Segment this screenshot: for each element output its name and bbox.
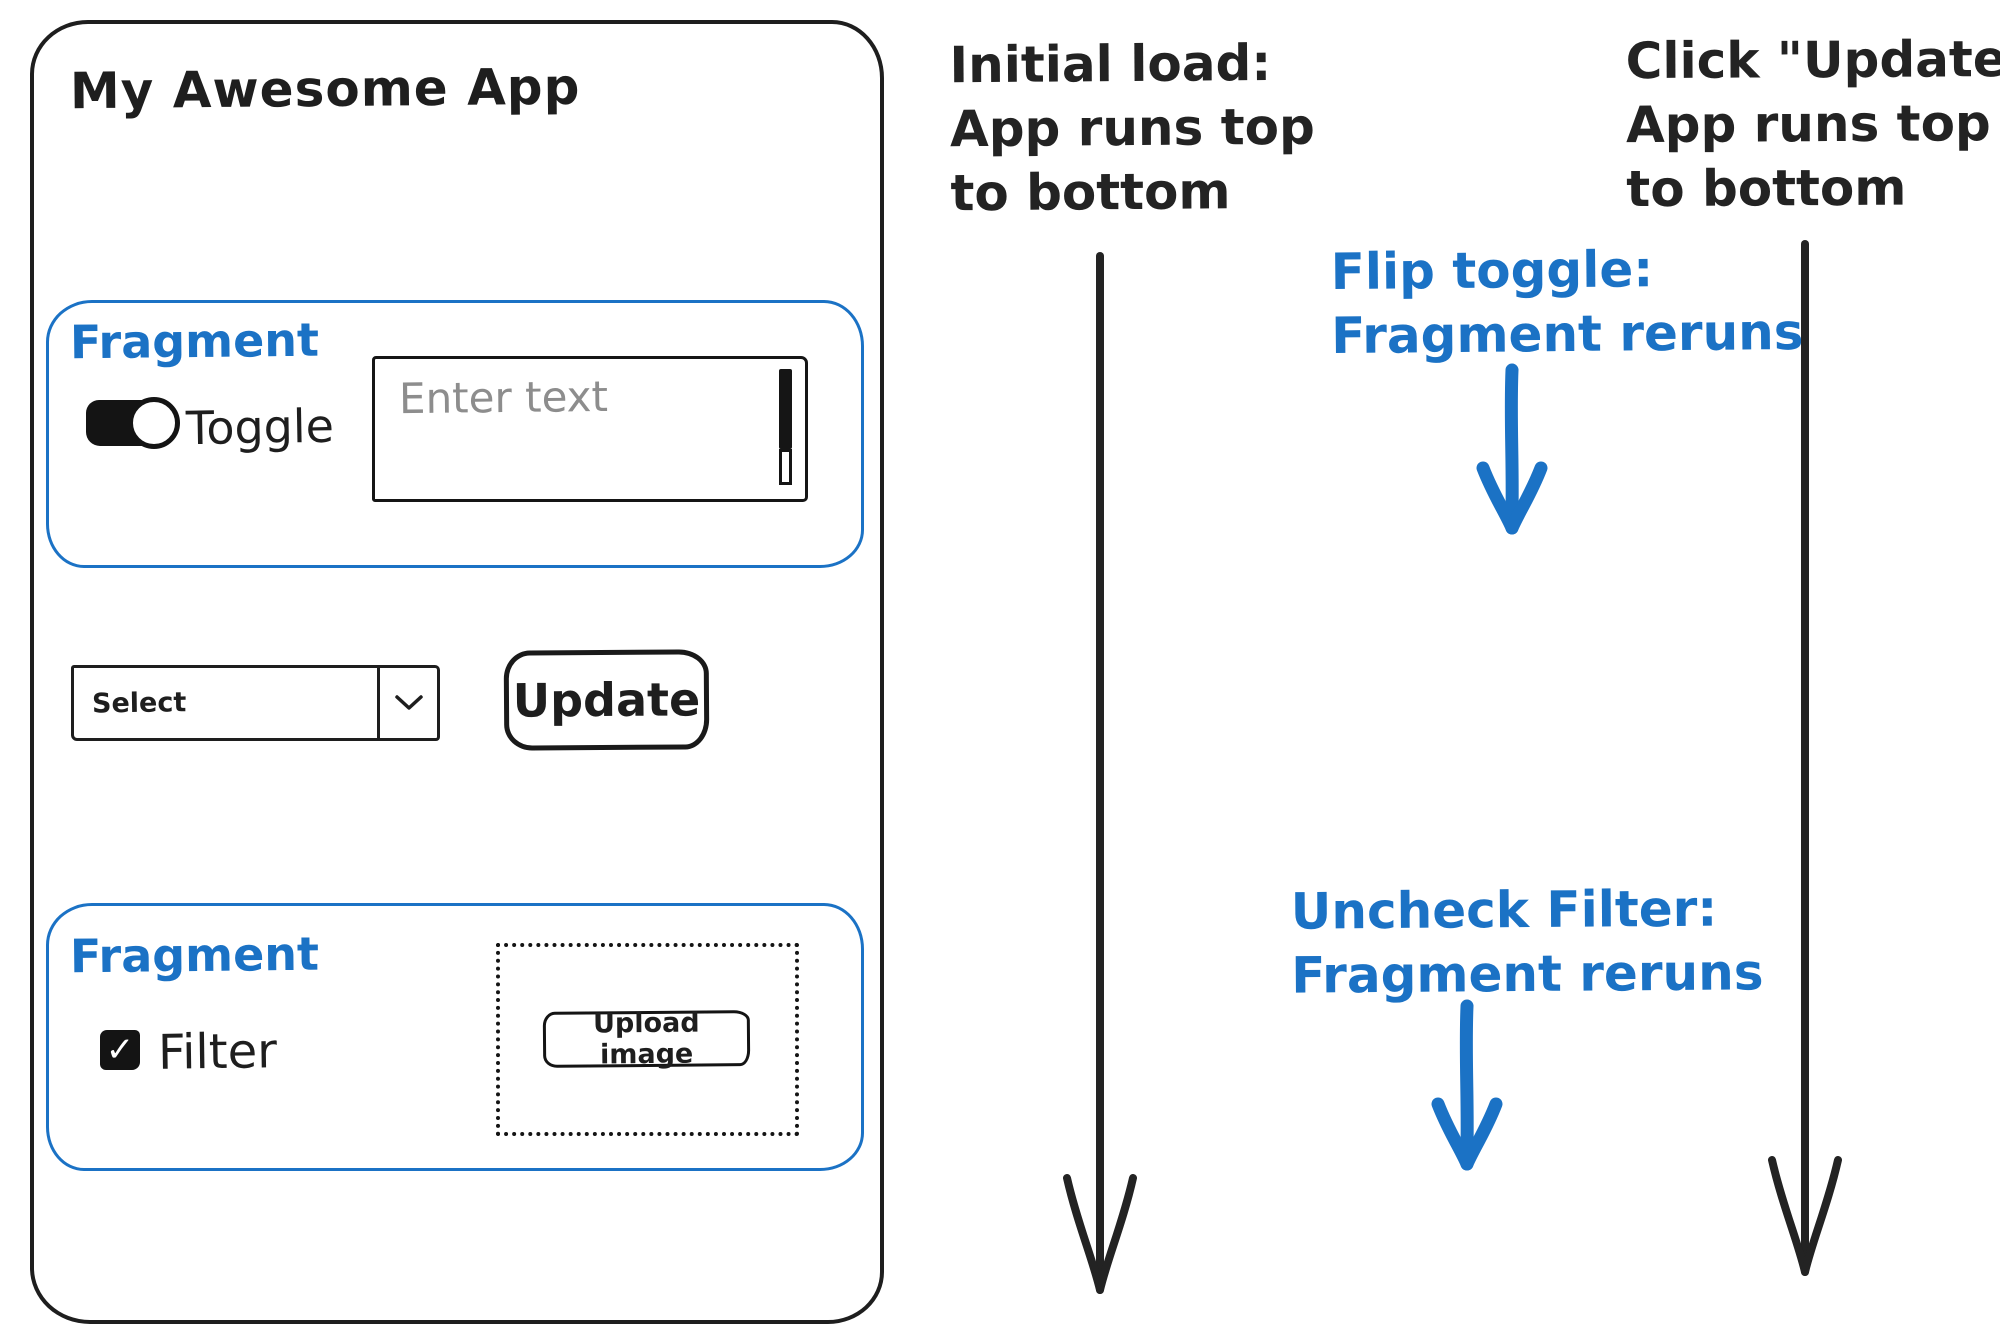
note-flip-toggle: Flip toggle: Fragment reruns <box>1330 236 1803 368</box>
note-click-update: Click "Update": App runs top to bottom <box>1626 27 2000 221</box>
scrollbar-track[interactable] <box>779 449 792 485</box>
click-update-flow-arrow <box>1768 240 1842 1276</box>
note-line: Flip toggle: <box>1330 240 1654 302</box>
note-line: Initial load: <box>949 34 1272 95</box>
fragment1-label: Fragment <box>69 312 320 370</box>
select-dropdown[interactable]: Select <box>71 665 440 741</box>
filter-label: Filter <box>157 1023 278 1081</box>
uncheck-filter-flow-arrow <box>1431 999 1503 1171</box>
checkmark-icon: ✓ <box>105 1030 135 1070</box>
toggle-knob-icon <box>128 397 180 449</box>
note-line: Fragment reruns <box>1291 943 1764 1005</box>
note-line: App runs top <box>949 97 1315 159</box>
text-input[interactable]: Enter text <box>372 356 808 502</box>
note-line: to bottom <box>1626 158 1907 219</box>
note-line: App runs top <box>1625 94 1991 155</box>
toggle-label: Toggle <box>185 398 335 456</box>
update-button[interactable]: Update <box>503 649 710 751</box>
note-line: to bottom <box>950 162 1231 223</box>
note-line: Fragment reruns <box>1331 302 1804 366</box>
fragment2-label: Fragment <box>69 926 320 984</box>
app-title: My Awesome App <box>69 57 581 121</box>
select-value: Select <box>91 686 187 720</box>
chevron-down-icon <box>377 668 437 738</box>
flip-toggle-flow-arrow <box>1476 363 1548 535</box>
fragment2-container <box>46 903 864 1171</box>
scrollbar-thumb[interactable] <box>779 369 792 449</box>
image-dropzone[interactable] <box>496 943 799 1136</box>
note-line: Click "Update": <box>1625 29 2000 91</box>
upload-image-button[interactable]: Upload image <box>542 1008 751 1070</box>
toggle-switch[interactable] <box>86 397 180 449</box>
fragment1-container <box>46 300 864 568</box>
note-line: Uncheck Filter: <box>1290 879 1718 941</box>
note-initial-load: Initial load: App runs top to bottom <box>949 31 1315 226</box>
note-uncheck-filter: Uncheck Filter: Fragment reruns <box>1291 876 1764 1007</box>
text-input-placeholder: Enter text <box>398 371 609 424</box>
filter-checkbox[interactable]: ✓ <box>100 1030 140 1070</box>
initial-load-flow-arrow <box>1063 252 1137 1294</box>
